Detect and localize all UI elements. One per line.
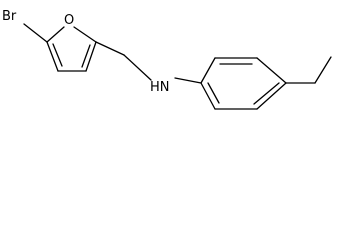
bond-c4-c5-inner <box>52 43 63 67</box>
bond-ar3-ar4 <box>256 57 287 84</box>
bromine-label: Br <box>2 9 17 24</box>
bond-ar4-ar5 <box>256 82 287 110</box>
oxygen-label: O <box>64 13 74 28</box>
amine-label: HN <box>150 80 170 95</box>
bond-ar1-ar2 <box>200 57 216 84</box>
furan-ring <box>46 26 97 72</box>
bond-c5-br <box>23 23 48 43</box>
bond-ar6-ar1-inner <box>207 82 220 104</box>
bond-ar6-ar1 <box>200 82 216 110</box>
bond-c5-o <box>46 26 65 43</box>
bond-c2-ch2 <box>95 41 125 56</box>
bond-o-c2 <box>73 26 97 43</box>
bond-ar4-ar5-inner <box>253 82 280 105</box>
benzene-ring <box>200 57 287 110</box>
bond-ch2-n <box>123 54 152 81</box>
bond-c2-c3-inner <box>81 44 91 68</box>
molecule-structure: Br O HN <box>2 9 332 110</box>
bond-ch2-ch3 <box>314 56 332 84</box>
bond-c2-c3 <box>85 41 97 72</box>
bond-c4-c5 <box>46 41 59 72</box>
bond-n-ar <box>174 77 202 84</box>
